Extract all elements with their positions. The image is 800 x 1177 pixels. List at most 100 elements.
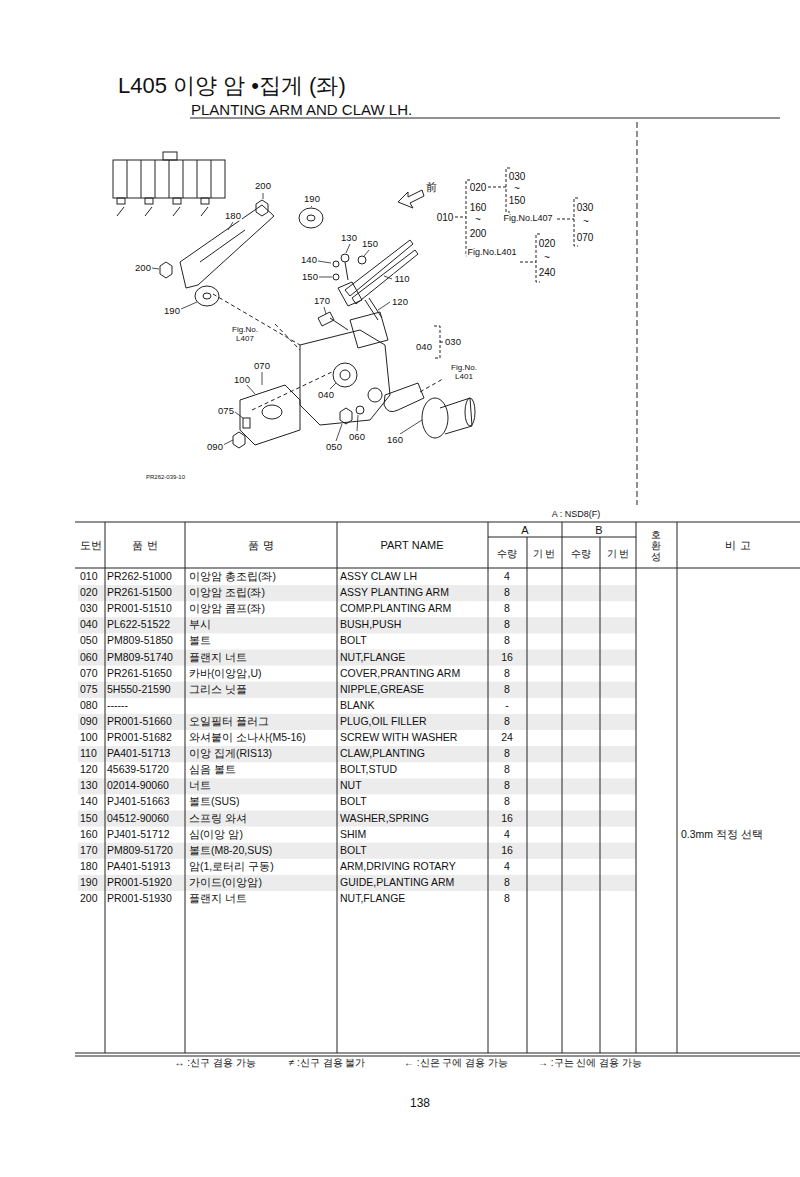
table-cell: SHIM <box>340 829 366 841</box>
table-cell: PR001-51660 <box>107 716 172 728</box>
callout-number: 150 <box>508 195 527 206</box>
table-cell: 8 <box>504 716 510 728</box>
table-cell: 8 <box>504 636 510 648</box>
callout-number: Fig.No. L401 <box>444 364 484 382</box>
page-number: 138 <box>410 1097 430 1110</box>
table-cell: WASHER,SPRING <box>340 813 429 825</box>
table-cell: 심음 볼트 <box>189 764 236 776</box>
table-cell: 8 <box>504 877 510 889</box>
table-cell: PR261-51500 <box>107 587 172 599</box>
callout-number: 190 <box>303 194 321 204</box>
callout-number: 190 <box>163 306 181 316</box>
row-shade <box>78 585 636 601</box>
callout-number: 040 <box>415 342 433 352</box>
table-cell: PM809-51740 <box>107 652 173 664</box>
table-cell: PL622-51522 <box>107 620 170 632</box>
table-cell: 060 <box>80 652 98 664</box>
table-header: 품 명 <box>248 539 273 551</box>
table-cell: 24 <box>501 732 513 744</box>
table-cell: PR001-51930 <box>107 893 172 905</box>
table-cell: 02014-90060 <box>107 781 169 793</box>
table-header: PART NAME <box>381 539 444 551</box>
table-header: 기 번 <box>607 548 630 559</box>
table-cell: BOLT <box>340 636 367 648</box>
table-cell: PR001-51920 <box>107 877 172 889</box>
table-cell: 130 <box>80 781 98 793</box>
footer-note: ↔ :신구 겸용 가능 <box>174 1057 255 1068</box>
subtitle: PLANTING ARM AND CLAW LH. <box>191 102 412 119</box>
table-cell: 140 <box>80 797 98 809</box>
table-cell: 너트 <box>189 781 211 793</box>
table-cell: 0.3mm 적정 선택 <box>681 829 763 841</box>
table-cell: 8 <box>504 587 510 599</box>
table-cell: 030 <box>80 603 98 615</box>
callout-number: Fig.No.L401 <box>466 248 517 258</box>
table-cell: 8 <box>504 893 510 905</box>
page-title: L405 이양 암 •집게 (좌) <box>118 74 346 98</box>
callout-number: ~ <box>543 252 551 263</box>
table-cell: 190 <box>80 877 98 889</box>
table-header: 수량 <box>571 548 591 559</box>
table-cell: GUIDE,PLANTING ARM <box>340 877 454 889</box>
callout-number: 040 <box>317 390 335 400</box>
footer-note: ← :신은 구에 겸용 가능 <box>404 1057 508 1068</box>
table-cell: 45639-51720 <box>107 764 169 776</box>
table-cell: BOLT <box>340 845 367 857</box>
table-cell: PR001-51510 <box>107 603 172 615</box>
table-cell: BUSH,PUSH <box>340 620 401 632</box>
table-cell: 8 <box>504 603 510 615</box>
callout-number: 030 <box>508 171 527 182</box>
row-shade <box>78 811 636 827</box>
table-cell: 8 <box>504 668 510 680</box>
table-cell: - <box>505 700 509 712</box>
table-cell: 16 <box>501 813 513 825</box>
table-cell: BLANK <box>340 700 374 712</box>
callout-number: 010 <box>436 212 455 223</box>
table-cell: 070 <box>80 668 98 680</box>
callout-number: 090 <box>206 442 224 452</box>
table-cell: 8 <box>504 748 510 760</box>
callout-number: 070 <box>253 361 271 371</box>
callout-number: 前 <box>425 181 438 193</box>
table-cell: ASSY CLAW LH <box>340 571 417 583</box>
row-shade <box>78 843 636 859</box>
table-cell: PM809-51720 <box>107 845 173 857</box>
callout-number: 240 <box>538 267 557 278</box>
table-cell: 100 <box>80 732 98 744</box>
table-cell: 8 <box>504 797 510 809</box>
footer-note: → :구는 신에 겸용 가능 <box>538 1057 642 1068</box>
table-header: 수량 <box>497 548 517 559</box>
table-cell: 8 <box>504 764 510 776</box>
table-cell: 8 <box>504 781 510 793</box>
table-cell: BOLT,STUD <box>340 764 397 776</box>
callout-number: 020 <box>469 182 488 193</box>
table-cell: 와셔붙이 소나사(M5-16) <box>189 732 306 744</box>
table-cell: NUT,FLANGE <box>340 893 405 905</box>
table-cell: PLUG,OIL FILLER <box>340 716 427 728</box>
table-cell: 이앙암 조립(좌) <box>189 587 265 599</box>
table-cell: 020 <box>80 587 98 599</box>
table-cell: 암(1,로터리 구동) <box>189 861 274 873</box>
table-cell: 090 <box>80 716 98 728</box>
table-cell: 이앙암 총조립(좌) <box>189 571 276 583</box>
table-cell: 8 <box>504 684 510 696</box>
table-cell: 04512-90060 <box>107 813 169 825</box>
table-cell: 150 <box>80 813 98 825</box>
footer-note: ≠ :신구 겸용 불가 <box>289 1057 366 1068</box>
row-shade <box>78 746 636 762</box>
callout-number: 160 <box>386 435 404 445</box>
callout-number: 150 <box>361 239 379 249</box>
callout-number: ~ <box>474 214 482 225</box>
callout-number: 200 <box>469 228 488 239</box>
callout-number: PR262-039-10 <box>145 474 186 481</box>
table-cell: 이앙암 콤프(좌) <box>189 603 265 615</box>
table-cell: 180 <box>80 861 98 873</box>
callout-number: Fig.No.L407 <box>502 214 553 224</box>
table-cell: PJ401-51663 <box>107 797 169 809</box>
table-cell: ------ <box>107 700 128 712</box>
row-shade <box>78 778 636 794</box>
table-cell: 볼트(SUS) <box>189 797 240 809</box>
table-cell: 16 <box>501 845 513 857</box>
callout-number: 130 <box>340 233 358 243</box>
callout-number: 030 <box>444 337 462 347</box>
